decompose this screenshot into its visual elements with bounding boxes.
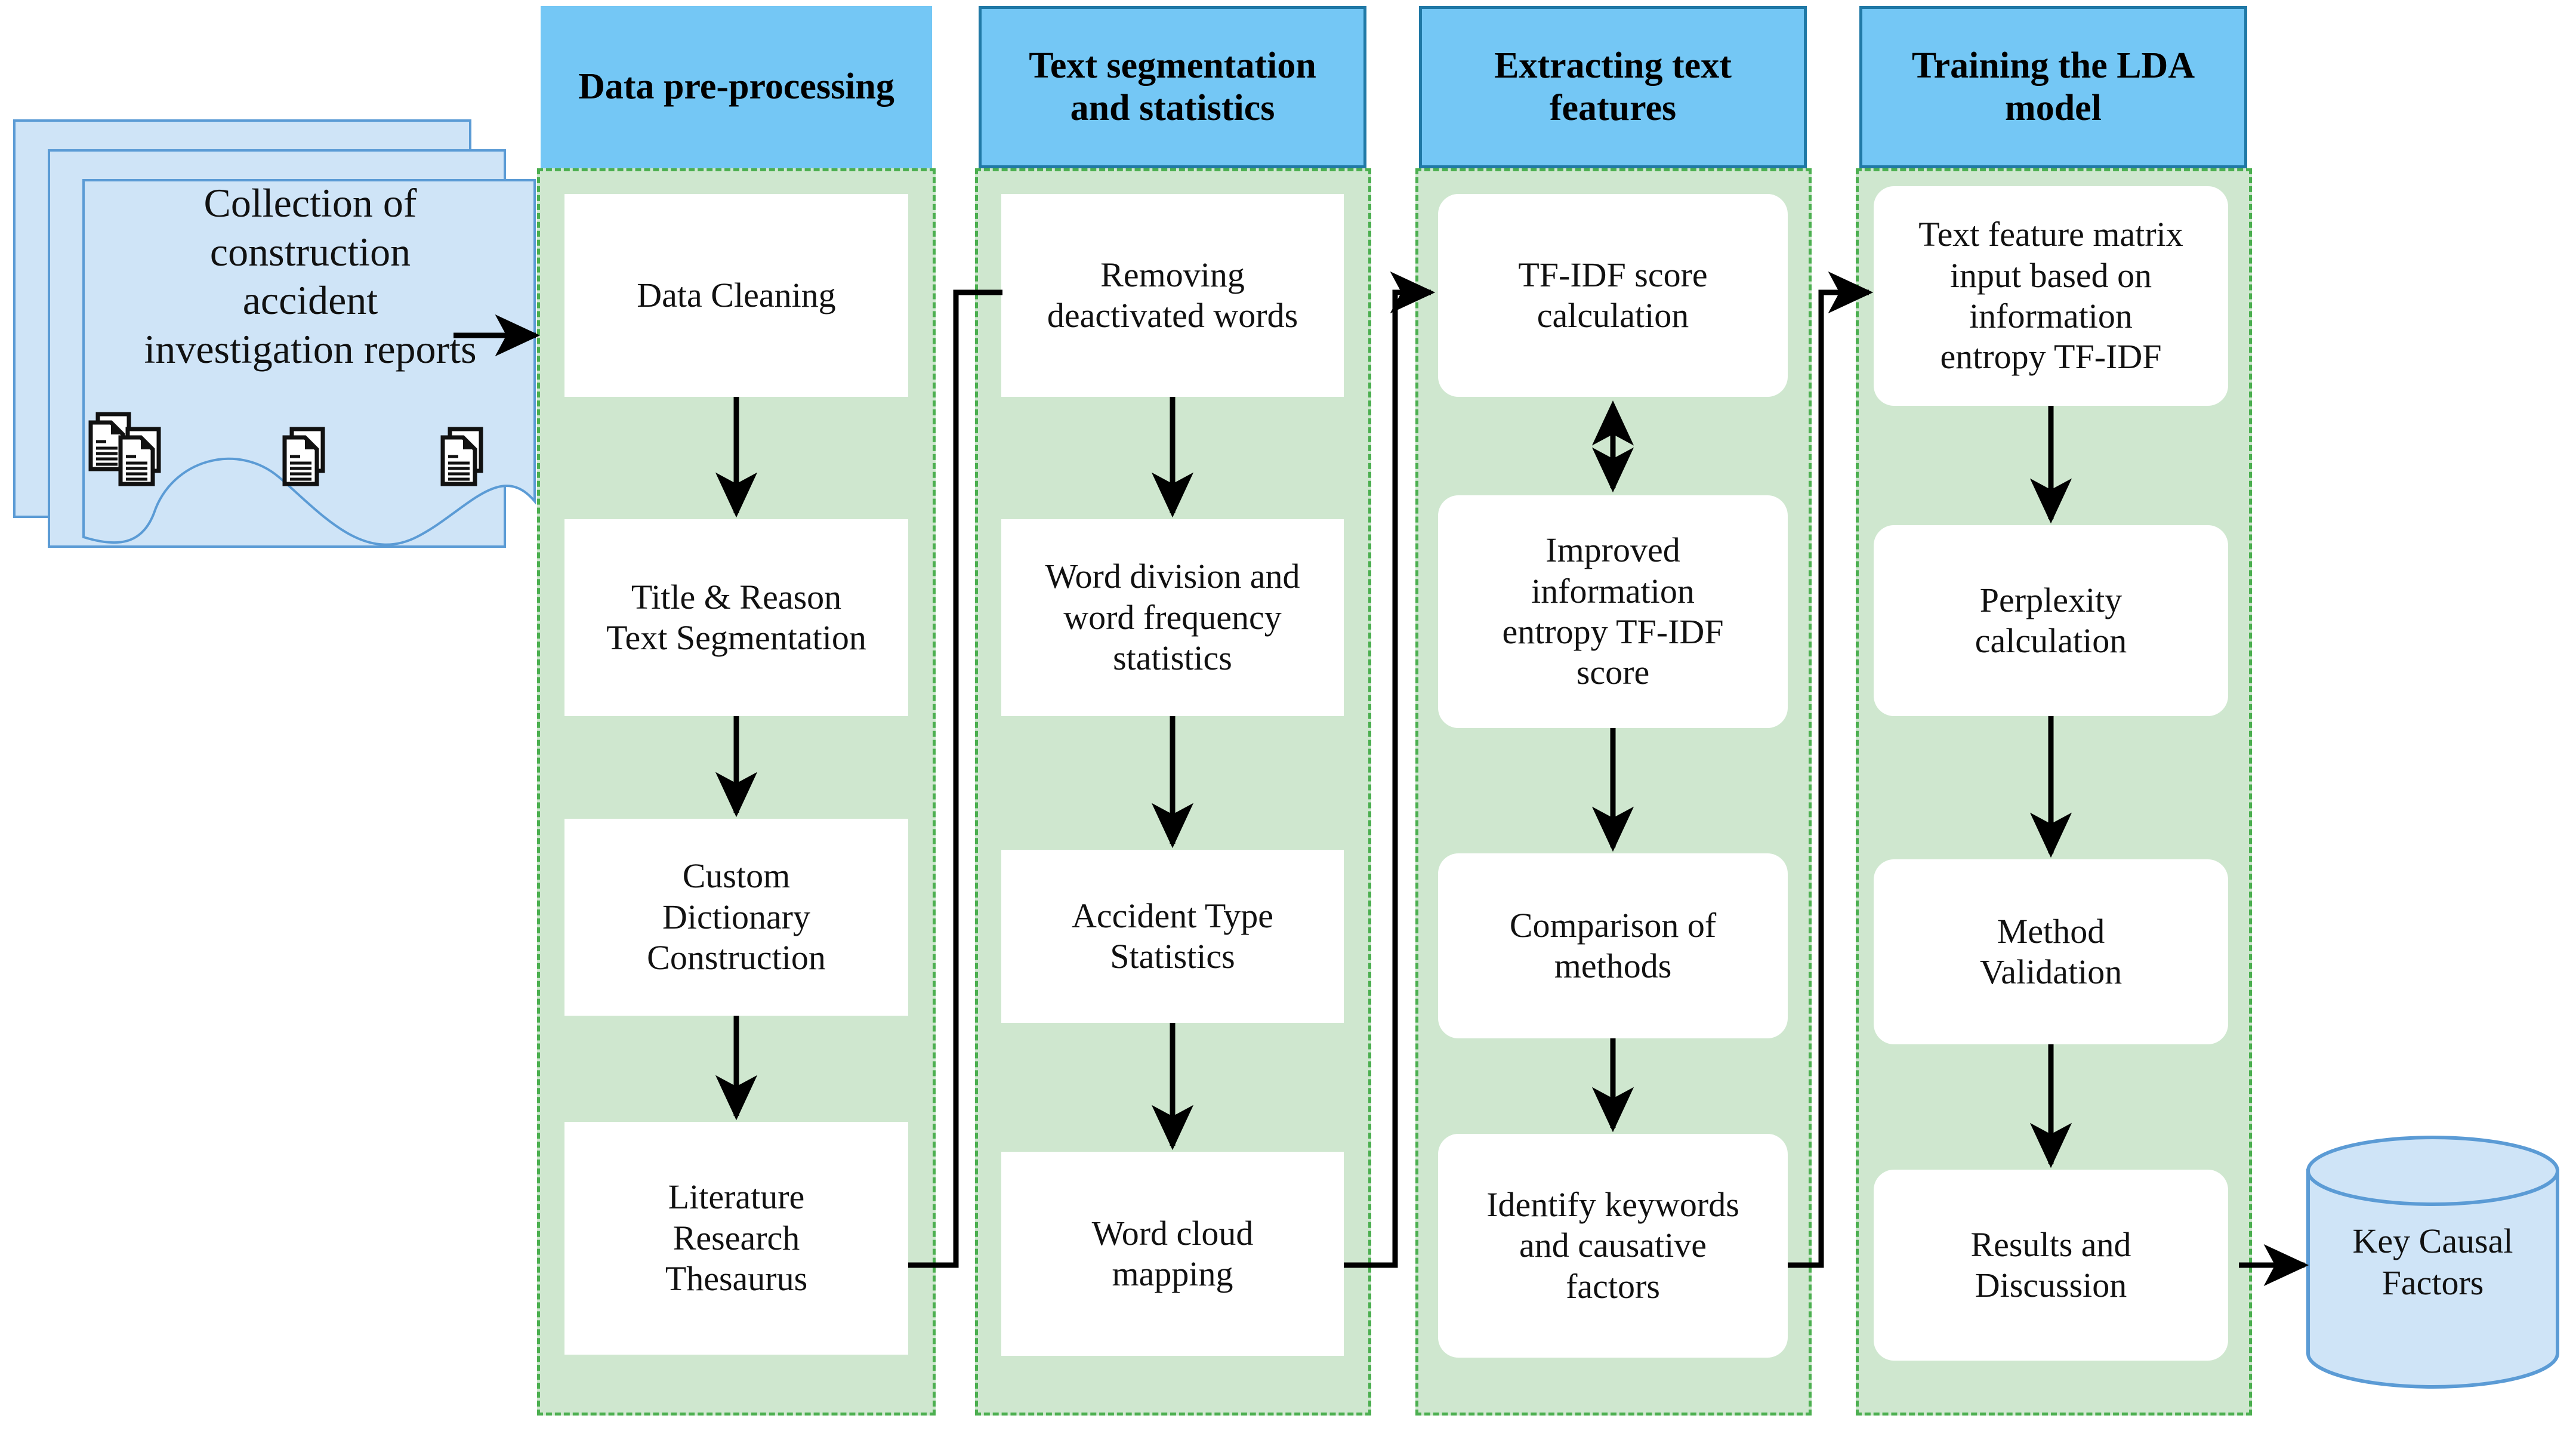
stage-header-data-pre-processing: Data pre-processing	[541, 6, 932, 168]
cylinder-shape	[2306, 1136, 2559, 1389]
process-box-data-cleaning[interactable]: Data Cleaning	[564, 194, 908, 397]
source-line-4: investigation reports	[144, 326, 477, 372]
source-line-3: accident	[242, 277, 378, 323]
stage-header-label: Data pre-processing	[578, 66, 894, 107]
output-cylinder[interactable]: Key Causal Factors	[2304, 1134, 2561, 1390]
source-line-1: Collection of	[203, 180, 417, 226]
source-line-2: construction	[209, 229, 411, 275]
source-document-shape	[82, 179, 536, 546]
source-label: Collection of construction accident inve…	[90, 179, 531, 374]
process-box-label: Data Cleaning	[637, 275, 836, 314]
documents-stack-icon	[88, 412, 531, 501]
